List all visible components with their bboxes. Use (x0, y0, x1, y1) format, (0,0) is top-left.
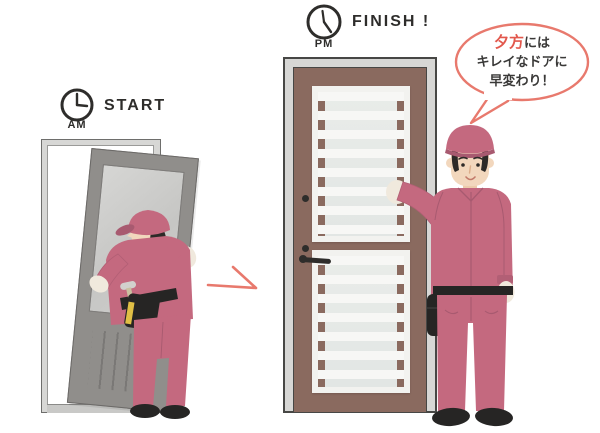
door-handle (300, 256, 332, 265)
clock-pm-icon (306, 4, 342, 40)
speech-bubble-text: 夕方には キレイなドアに 早変わり！ (462, 33, 582, 90)
door-lattice-window-bottom (312, 250, 410, 393)
right-arrow-icon (206, 265, 258, 290)
bubble-line-2: キレイなドアに (476, 54, 568, 69)
time-badge-pm: PM (314, 38, 334, 50)
finish-label: FINISH ! (352, 13, 431, 30)
speech-bubble (454, 22, 590, 125)
tape-measure-icon (125, 301, 135, 325)
new-door-illustration (293, 67, 427, 413)
door-lock-cylinder-lower (302, 245, 309, 252)
start-label: START (104, 97, 167, 114)
door-lattice-window-top (312, 86, 410, 242)
worker-after-illustration (386, 125, 515, 427)
hammer-icon (120, 281, 137, 290)
belt (433, 286, 513, 295)
time-badge-am: AM (67, 119, 87, 131)
bubble-highlight: 夕方 (493, 34, 524, 51)
bubble-line-3: 早変わり！ (489, 73, 555, 88)
bubble-line-1: 夕方には (493, 34, 551, 51)
door-lock-cylinder-upper (302, 195, 309, 202)
worker-before-illustration (89, 210, 197, 419)
clock-am-icon (60, 88, 94, 122)
